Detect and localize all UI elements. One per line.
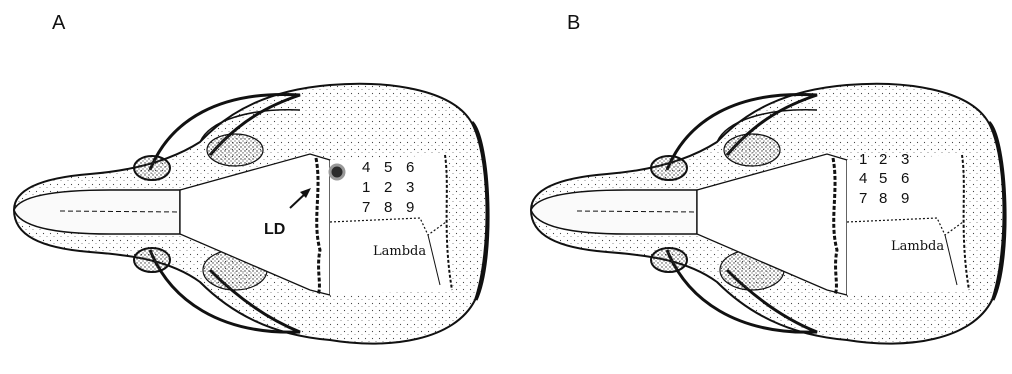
grid-number: 5 <box>384 159 392 176</box>
grid-number: 2 <box>879 151 887 168</box>
grid-number: 7 <box>362 199 370 216</box>
grid-number: 9 <box>901 190 909 207</box>
grid-number: 5 <box>879 170 887 187</box>
snout <box>531 190 697 234</box>
ld-marker-dot <box>330 165 344 179</box>
snout <box>14 190 180 234</box>
grid-number: 4 <box>362 159 370 176</box>
grid-numbers-b: 1 2 3 4 5 6 7 8 9 <box>859 151 909 207</box>
grid-number: 1 <box>362 179 370 196</box>
skull-drawing-a: LD 4 5 6 1 2 3 7 8 9 Lambda <box>0 50 495 370</box>
grid-number: 2 <box>384 179 392 196</box>
panel-b-label: B <box>567 12 580 35</box>
grid-number: 3 <box>406 179 414 196</box>
panel-a-label: A <box>52 12 65 35</box>
grid-numbers-a: 4 5 6 1 2 3 7 8 9 <box>362 159 414 216</box>
grid-number: 1 <box>859 151 867 168</box>
skull-diagram-b: 1 2 3 4 5 6 7 8 9 Lambda <box>517 50 1012 370</box>
grid-number: 9 <box>406 199 414 216</box>
skull-drawing-b: 1 2 3 4 5 6 7 8 9 Lambda <box>517 50 1012 370</box>
ld-label: LD <box>264 221 285 238</box>
lambda-label: Lambda <box>891 239 944 254</box>
grid-number: 6 <box>406 159 414 176</box>
skull-diagram-a: LD 4 5 6 1 2 3 7 8 9 Lambda <box>0 50 495 370</box>
grid-number: 4 <box>859 170 867 187</box>
grid-number: 6 <box>901 170 909 187</box>
grid-number: 8 <box>879 190 887 207</box>
grid-number: 7 <box>859 190 867 207</box>
grid-number: 8 <box>384 199 392 216</box>
grid-number: 3 <box>901 151 909 168</box>
lambda-label: Lambda <box>373 244 426 259</box>
